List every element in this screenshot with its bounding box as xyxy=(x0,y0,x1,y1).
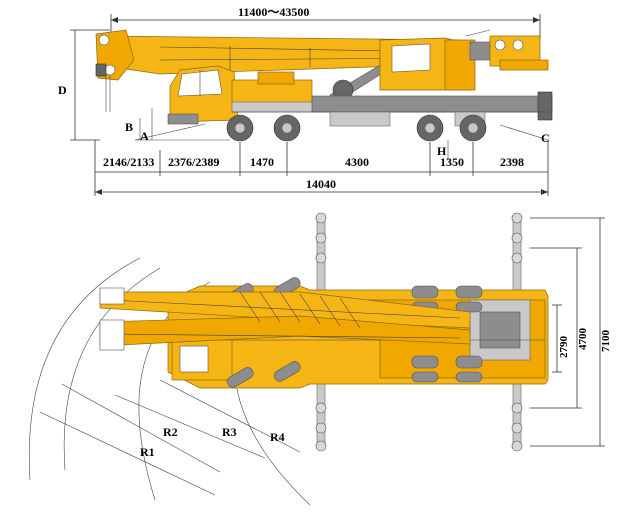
top-boom xyxy=(99,287,471,351)
boom-length-label: 11400～43500 xyxy=(238,5,309,19)
dim-width-4700: 4700 xyxy=(577,328,589,351)
dim-front-to-axle1: 2376/2389 xyxy=(168,155,219,169)
height-dimension-d: D xyxy=(58,29,110,141)
label-d: D xyxy=(58,83,67,97)
label-r4: R4 xyxy=(270,430,285,444)
crane-boom xyxy=(95,29,461,112)
dim-axle1-axle2: 1470 xyxy=(250,155,274,169)
boom-length-dimension: 11400～43500 xyxy=(110,5,541,40)
dim-front-overhang: 2146/2133 xyxy=(103,155,154,169)
label-c: C xyxy=(541,131,550,145)
label-b: B xyxy=(125,120,133,134)
label-r3: R3 xyxy=(222,425,237,439)
bottom-dimension-row: 2146/2133 2376/2389 1470 4300 1350 2398 … xyxy=(94,140,549,196)
label-r1: R1 xyxy=(140,445,155,459)
label-h: H xyxy=(437,144,447,158)
dim-rear-overhang: 2398 xyxy=(500,155,524,169)
top-view: R1 R2 R3 R4 R5 xyxy=(28,212,612,506)
dim-overall-length: 14040 xyxy=(306,177,336,191)
label-a: A xyxy=(140,129,149,143)
carrier-cab xyxy=(167,65,239,125)
side-wheels xyxy=(226,114,487,142)
superstructure xyxy=(379,29,549,91)
dim-axle3-axle4: 1350 xyxy=(440,155,464,169)
width-dimensions: 2790 4700 7100 xyxy=(530,217,612,447)
approach-departure-angles: B A C H xyxy=(125,108,550,160)
side-view: 11400～43500 D xyxy=(58,5,553,196)
dim-width-2790: 2790 xyxy=(558,336,570,359)
dim-axle2-axle3: 4300 xyxy=(345,155,369,169)
dim-width-7100: 7100 xyxy=(600,330,612,353)
label-r2: R2 xyxy=(163,425,178,439)
